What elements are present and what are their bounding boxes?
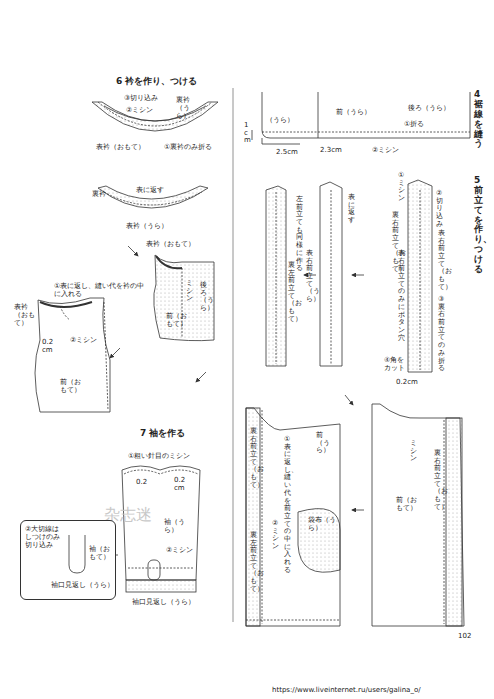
part-label: 前（うら） bbox=[316, 432, 323, 455]
step-heading: 6 衿を作り、つける bbox=[116, 76, 197, 86]
part-label: 表右前立てのみにボタン穴 bbox=[398, 250, 405, 342]
part-label: 裏衿 bbox=[92, 190, 106, 198]
part-label: 袖（うら） bbox=[164, 518, 186, 534]
part-label: ミシン bbox=[186, 280, 193, 303]
step-heading: 4 裾線を縫う bbox=[474, 90, 483, 149]
step-heading: 7 袖を作る bbox=[140, 428, 185, 438]
inset-label: 袖口見返し（うら） bbox=[51, 581, 114, 589]
part-label: 表に返す bbox=[136, 186, 164, 194]
part-label: 後ろ（うら） bbox=[200, 282, 207, 313]
part-label: ②ミシン bbox=[272, 520, 279, 551]
part-label: 裏左前立て（おもて） bbox=[250, 532, 257, 594]
part-label: ②ミシン bbox=[70, 336, 97, 344]
part-label: 表に返す bbox=[348, 194, 355, 225]
part-label: 袋布（うら） bbox=[308, 516, 336, 532]
part-label: 前（おもて） bbox=[60, 378, 86, 394]
part-label: ②切り込み bbox=[436, 190, 443, 228]
part-label: ②ミシン bbox=[126, 106, 153, 114]
part-label: ③切り込み bbox=[124, 94, 158, 102]
part-label: 0.2 cm bbox=[42, 338, 56, 354]
part-label: 裏右前立て（おもて） bbox=[392, 212, 399, 274]
part-label: 前（おもて） bbox=[396, 496, 422, 512]
part-label: 2.3cm bbox=[320, 146, 342, 154]
part-label: 後ろ（うら） bbox=[408, 104, 450, 112]
part-label: ③裏右前立てのみ折る bbox=[438, 296, 445, 373]
part-label: 裏衿（うら） bbox=[176, 96, 200, 120]
part-label: 1 cm bbox=[244, 122, 251, 145]
part-label: ②ミシン bbox=[372, 146, 399, 154]
part-label: ①ミシン bbox=[398, 172, 405, 203]
part-label: 表衿（おもて） bbox=[96, 143, 145, 151]
part-label: ①表に返し、縫い代を前立ての中に入れる bbox=[284, 436, 291, 574]
part-label: 前（おもて） bbox=[166, 312, 192, 328]
part-label: 前（うら） bbox=[336, 108, 371, 116]
part-label: 左前立ても同様に作る bbox=[296, 196, 303, 273]
part-label: 裏右前立て（おもて） bbox=[434, 450, 441, 512]
part-label: ①表に返し、縫い代を衿の中に入れる bbox=[54, 282, 146, 298]
part-label: 2.5cm bbox=[276, 148, 298, 156]
inset-label: ②大切線はしつけのみ切り込み bbox=[25, 525, 65, 549]
part-label: 0.2 bbox=[136, 478, 147, 486]
part-label: 裏右前立て（おもて） bbox=[250, 428, 257, 490]
part-label: 表衿（うら） bbox=[126, 222, 168, 230]
part-label: ①粗い針目のミシン bbox=[128, 452, 190, 460]
part-label: 表衿（おもて） bbox=[14, 303, 38, 327]
step-heading: 5 前立てを作り、つける bbox=[474, 176, 483, 275]
part-label: 102 bbox=[458, 632, 471, 640]
part-label: 表右前立て（おもて） bbox=[438, 230, 445, 292]
part-label: https://www.liveinternet.ru/users/galina… bbox=[272, 686, 421, 694]
detail-inset: 袖（おもて） 袖口見返し（うら） ②大切線はしつけのみ切り込み bbox=[20, 520, 116, 600]
part-label: ミシン bbox=[410, 440, 417, 463]
part-label: 表衿（おもて） bbox=[146, 240, 195, 248]
part-label: ②ミシン bbox=[166, 546, 193, 554]
part-label: ④角をカット bbox=[384, 356, 410, 372]
part-label: 0.2 cm bbox=[174, 476, 190, 492]
part-label: ①折る bbox=[404, 120, 424, 128]
part-label: 裏左前立て（おもて） bbox=[288, 262, 295, 324]
part-label: 表右前立て（うら） bbox=[306, 250, 313, 304]
part-label: 袖口見返し（うら） bbox=[132, 598, 195, 606]
part-label: （うら） bbox=[266, 116, 294, 124]
inset-label: 袖（おもて） bbox=[89, 545, 111, 561]
part-label: ①裏衿のみ折る bbox=[164, 143, 212, 151]
part-label: 0.2cm bbox=[396, 378, 418, 386]
